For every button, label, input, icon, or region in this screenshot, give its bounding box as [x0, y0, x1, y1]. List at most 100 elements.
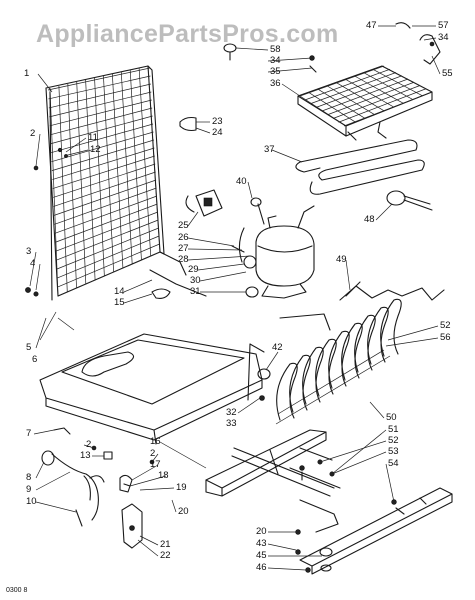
callout-45: 45: [256, 550, 267, 561]
frame-rails: [205, 429, 341, 533]
callout-31: 31: [190, 286, 201, 297]
callout-57: 57: [438, 20, 449, 31]
drain-tube: [339, 281, 445, 301]
leader-34: [267, 57, 313, 62]
callout-37: 37: [264, 144, 275, 155]
callout-7: 7: [26, 428, 31, 439]
callout-12: 12: [90, 144, 101, 155]
callout-18: 18: [158, 470, 169, 481]
callout-49: 49: [336, 254, 347, 265]
leader-37: [271, 149, 303, 163]
diagram-code: 0300 8: [6, 587, 28, 594]
fastener-42: [257, 368, 271, 401]
callout-47: 47: [366, 20, 377, 31]
callout-26: 26: [178, 232, 189, 243]
leader-34: [423, 37, 437, 41]
leader-21: [139, 535, 159, 546]
leader-51: [331, 429, 387, 475]
callout-20: 20: [178, 506, 189, 517]
callout-20: 20: [256, 526, 267, 537]
callout-14: 14: [114, 286, 125, 297]
leader-28: [187, 255, 251, 261]
leader-9: [35, 471, 71, 491]
leader-20: [171, 499, 177, 513]
leader-8: [35, 461, 45, 479]
leader-46: [267, 567, 307, 571]
callout-15: 15: [114, 297, 125, 308]
leader-26: [187, 237, 235, 247]
callout-19: 19: [176, 482, 187, 493]
callout-8: 8: [26, 472, 31, 483]
leader-16: [159, 441, 207, 469]
leader-35: [267, 67, 313, 73]
watermark-text: AppliancePartsPros.com: [36, 20, 339, 48]
callout-4: 4: [30, 258, 35, 269]
callout-48: 48: [364, 214, 375, 225]
leader-2: [151, 453, 159, 463]
leader-14: [123, 279, 153, 293]
callout-34: 34: [438, 32, 449, 43]
callout-25: 25: [178, 220, 189, 231]
callout-56: 56: [440, 332, 451, 343]
fan-parts-55: [419, 34, 441, 65]
leader-22: [137, 539, 159, 557]
leader-52: [387, 325, 439, 341]
callout-17: 17: [150, 459, 161, 470]
leader-56: [385, 337, 439, 347]
evaporator-coil: [297, 65, 433, 141]
callout-24: 24: [212, 127, 223, 138]
leader-19: [139, 487, 175, 491]
leader-17: [131, 464, 159, 481]
callout-29: 29: [188, 264, 199, 275]
callout-40: 40: [236, 176, 247, 187]
callout-42: 42: [272, 342, 283, 353]
leader-15: [123, 293, 153, 304]
leader-10: [35, 501, 77, 513]
condenser-lower: [247, 298, 402, 425]
clip-23-24: [179, 116, 197, 132]
leader-42: [265, 351, 279, 371]
callout-52: 52: [388, 435, 399, 446]
screw-7: [53, 427, 71, 435]
leader-54: [385, 463, 395, 503]
connector-13: [91, 445, 113, 460]
callout-5: 5: [26, 342, 31, 353]
callout-33: 33: [226, 418, 237, 429]
bottom-rail: [299, 487, 453, 575]
compressor: [243, 205, 315, 299]
leader-58: [235, 47, 269, 51]
callout-32: 32: [226, 407, 237, 418]
leader-11: [65, 137, 87, 153]
leader-55: [431, 55, 441, 75]
leader-5: [35, 317, 47, 349]
leader-48: [375, 203, 393, 221]
callout-9: 9: [26, 484, 31, 495]
callout-28: 28: [178, 254, 189, 265]
leader-29: [197, 263, 245, 271]
junction-box: [121, 503, 143, 549]
leader-3: [29, 251, 37, 287]
callout-51: 51: [388, 424, 399, 435]
refrigerant-tubing: [231, 197, 265, 263]
callout-3: 3: [26, 246, 31, 257]
leader-18: [129, 475, 167, 487]
callout-2: 2: [30, 128, 35, 139]
callout-43: 43: [256, 538, 267, 549]
callout-52: 52: [440, 320, 451, 331]
connector-lines: [39, 311, 75, 341]
callout-55: 55: [442, 68, 453, 79]
leader-2: [83, 444, 95, 449]
callout-16: 16: [150, 436, 161, 447]
leader-52: [319, 440, 387, 463]
callout-21: 21: [160, 539, 171, 550]
defrost-heater: [295, 139, 425, 195]
callout-54: 54: [388, 458, 399, 469]
leader-32: [237, 397, 261, 414]
callout-22: 22: [160, 550, 171, 561]
leader-43: [267, 543, 297, 551]
leader-30: [199, 271, 247, 282]
leader-49: [345, 259, 351, 291]
leader-25: [187, 211, 199, 227]
leader-lines: [29, 25, 441, 571]
